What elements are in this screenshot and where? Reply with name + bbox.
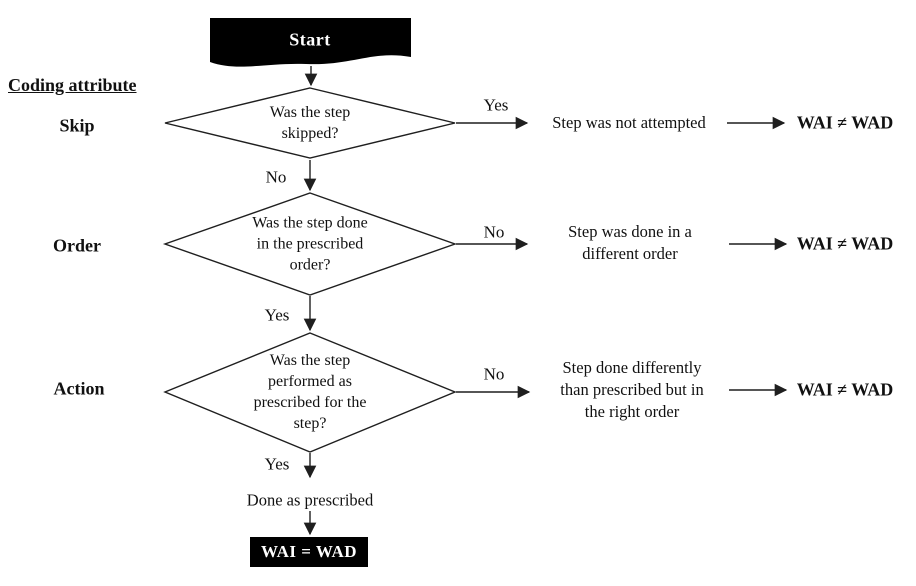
- branch-label-order-yes: Yes: [264, 305, 290, 325]
- branch-label-skip-yes: Yes: [483, 95, 509, 115]
- outcome-line: Step was done in a: [568, 222, 692, 241]
- outcome-line: Step was not attempted: [552, 113, 706, 132]
- question-line: Was the step: [269, 352, 351, 369]
- question-line: skipped?: [281, 125, 339, 142]
- branch-label-action-no: No: [483, 364, 505, 384]
- start-node-shape: [210, 18, 411, 67]
- result-skip: WAI ≠ WAD: [796, 112, 894, 133]
- outcome-line: than prescribed but in: [560, 380, 704, 399]
- question-line: Was the step done: [252, 214, 368, 232]
- done-as-prescribed-label: Done as prescribed: [246, 490, 374, 510]
- question-line: step?: [293, 415, 327, 432]
- result-action: WAI ≠ WAD: [796, 379, 894, 400]
- decision-diamond-skip: [164, 87, 456, 159]
- attribute-label-action: Action: [53, 378, 105, 399]
- outcome-skip: Step was not attempted: [552, 112, 706, 134]
- result-order: WAI ≠ WAD: [796, 233, 894, 254]
- outcome-line: the right order: [584, 402, 680, 421]
- attribute-label-skip: Skip: [59, 115, 95, 136]
- outcome-action: Step done differently than prescribed bu…: [560, 357, 703, 423]
- branch-label-action-yes: Yes: [264, 454, 290, 474]
- question-line: Was the step: [269, 104, 351, 121]
- decision-diamond-order: [162, 192, 458, 296]
- terminal-node-wai-equals-wad: WAI = WAD: [250, 537, 368, 567]
- branch-label-order-no: No: [483, 222, 505, 242]
- coding-attribute-header: Coding attribute: [8, 75, 137, 95]
- question-line: prescribed for the: [253, 394, 367, 411]
- question-line: order?: [289, 256, 331, 274]
- question-line: performed as: [268, 373, 352, 390]
- outcome-line: Step done differently: [562, 358, 702, 377]
- question-line: in the prescribed: [256, 235, 364, 253]
- question-order: Was the step done in the prescribed orde…: [252, 213, 368, 276]
- attribute-label-order: Order: [53, 235, 101, 256]
- decision-diamond-action: [163, 332, 457, 453]
- outcome-order: Step was done in a different order: [568, 221, 692, 265]
- question-action: Was the step performed as prescribed for…: [254, 350, 367, 434]
- outcome-line: different order: [582, 244, 678, 263]
- branch-label-skip-no: No: [265, 167, 287, 187]
- start-node-label: Start: [289, 29, 331, 50]
- question-skip: Was the step skipped?: [270, 102, 350, 144]
- terminal-label: WAI = WAD: [260, 542, 358, 561]
